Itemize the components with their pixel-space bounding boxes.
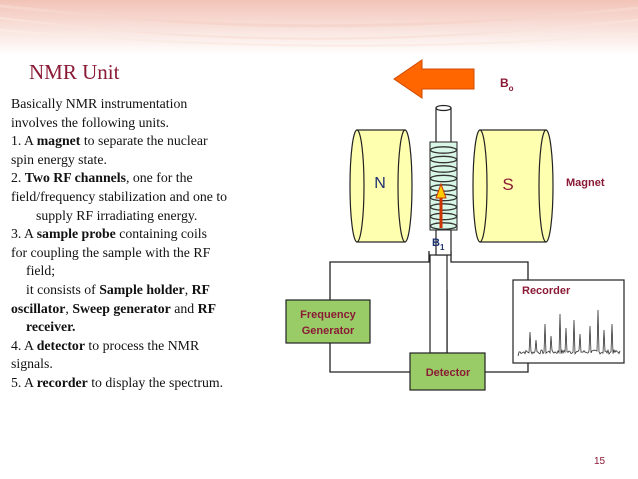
frequency-generator-line1: Frequency [300, 309, 357, 321]
body-text-segment: field; [26, 263, 56, 279]
body-line: field; [11, 262, 296, 281]
b0-label: Bo [500, 76, 514, 93]
body-line: signals. [11, 355, 296, 374]
body-text-segment: it consists of [26, 281, 100, 297]
body-text-segment: spin energy state. [11, 151, 107, 167]
body-line: 4. A detector to process the NMR [11, 337, 296, 356]
body-line: 3. A sample probe containing coils [11, 225, 296, 244]
body-bold-text: detector [36, 337, 85, 353]
body-line: supply RF irradiating energy. [11, 207, 296, 226]
body-line: 2. Two RF channels, one for the [11, 169, 296, 188]
body-text-segment: supply RF irradiating energy. [36, 207, 198, 223]
body-text-segment: 4. A [11, 337, 37, 353]
body-bold-text: Sweep generator [72, 300, 171, 316]
body-bold-text: sample probe [36, 226, 116, 242]
body-text-segment: 2. [11, 170, 25, 186]
body-text-segment: to process the NMR [84, 337, 200, 353]
recorder-box: Recorder [512, 279, 625, 364]
body-text-segment: and [170, 300, 198, 316]
magnet-north-pole [349, 129, 413, 243]
body-text-segment: , one for the [125, 170, 193, 186]
body-line: spin energy state. [11, 151, 296, 170]
body-line: involves the following units. [11, 114, 296, 133]
detector-label: Detector [426, 367, 471, 379]
coil-winding [429, 155, 458, 164]
body-line: Basically NMR instrumentation [11, 95, 296, 114]
body-text-segment: containing coils [115, 226, 207, 242]
recorder-label: Recorder [522, 285, 571, 297]
body-line: it consists of Sample holder, RF [11, 281, 296, 300]
body-text-segment: involves the following units. [11, 114, 169, 130]
body-bold-text: RF [191, 281, 210, 297]
body-line: 1. A magnet to separate the nuclear [11, 132, 296, 151]
north-pole-label: N [374, 175, 386, 192]
body-text-segment: Basically NMR instrumentation [11, 96, 188, 111]
body-text-segment: 5. A [11, 374, 37, 390]
body-text-segment: for coupling the sample with the RF [11, 244, 211, 260]
body-bold-text: receiver. [26, 319, 76, 335]
body-bold-text: magnet [36, 133, 81, 149]
recorder-spectrum-trace [517, 309, 621, 357]
south-pole-label: S [502, 175, 513, 194]
body-text-segment: field/frequency stabilization and one to [11, 188, 228, 204]
rf-coil [429, 146, 458, 230]
coil-winding [429, 146, 458, 154]
body-line: oscillator, Sweep generator and RF [11, 300, 296, 319]
body-bold-text: RF [197, 300, 217, 316]
body-text-segment: , [184, 281, 192, 297]
coil-winding [429, 165, 458, 173]
magnet-south-pole [472, 129, 554, 243]
frequency-generator-line2: Generator [302, 325, 355, 337]
body-bold-text: Two RF channels [24, 170, 126, 186]
body-bold-text: oscillator [11, 300, 66, 316]
body-line: field/frequency stabilization and one to [11, 188, 296, 207]
body-text-segment: signals. [11, 356, 53, 372]
b1-field-arrow [435, 182, 447, 228]
b1-label: B1 [432, 237, 445, 252]
coil-winding [429, 174, 458, 183]
probe-stem [429, 254, 448, 354]
coil-winding [429, 203, 458, 211]
page-number: 15 [594, 456, 606, 467]
body-text-segment: , [65, 300, 73, 316]
frequency-generator-box: Frequency Generator [285, 299, 371, 344]
magnet-label: Magnet [566, 177, 605, 189]
coil-winding [429, 222, 458, 230]
body-bold-text: recorder [36, 374, 88, 390]
body-text-segment: 3. A [11, 226, 37, 242]
body-text: Basically NMR instrumentation involves th… [11, 95, 296, 393]
coil-winding [429, 212, 458, 221]
body-text-segment: to display the spectrum. [87, 374, 224, 390]
body-line: for coupling the sample with the RF [11, 244, 296, 263]
b0-field-arrow [393, 59, 475, 99]
body-text-segment: to separate the nuclear [80, 133, 208, 149]
body-line: 5. A recorder to display the spectrum. [11, 374, 296, 393]
detector-box: Detector [409, 352, 486, 391]
slide-title: NMR Unit [29, 60, 120, 84]
body-line: receiver. [11, 318, 296, 337]
body-bold-text: Sample holder [99, 281, 185, 297]
body-text-segment: 1. A [11, 133, 37, 149]
